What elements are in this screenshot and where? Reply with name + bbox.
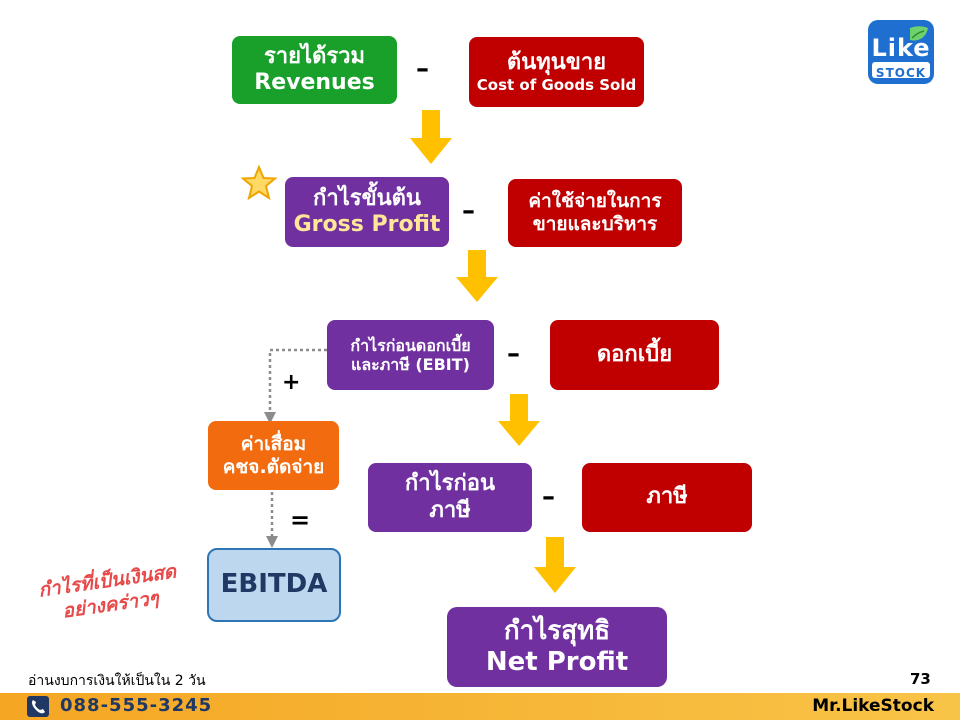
selling-admin-expense-box: ค่าใช้จ่ายในการ ขายและบริหาร <box>508 179 682 247</box>
equals-operator: = <box>290 506 311 534</box>
logo-text-stock: STOCK <box>872 62 930 80</box>
net-profit-thai-label: กำไรสุทธิ <box>503 615 611 646</box>
tax-label: ภาษี <box>646 484 688 510</box>
sga-line-2: ขายและบริหาร <box>532 213 658 235</box>
page-number: 73 <box>910 670 931 688</box>
revenues-thai-label: รายได้รวม <box>263 43 366 69</box>
plus-operator: + <box>282 370 301 395</box>
cash-profit-caption: กำไรที่เป็นเงินสด อย่างคร่าวๆ <box>18 558 201 630</box>
cogs-english-label: Cost of Goods Sold <box>476 76 637 95</box>
down-arrow-3 <box>498 394 540 446</box>
phone-icon <box>27 696 49 717</box>
gross-profit-english-label: Gross Profit <box>293 212 441 237</box>
revenues-box: รายได้รวม Revenues <box>232 36 397 104</box>
ebit-line-1: กำไรก่อนดอกเบี้ย <box>350 335 471 355</box>
minus-operator-3: – <box>507 339 520 369</box>
down-arrow-1 <box>410 110 452 164</box>
depreciation-amortization-box: ค่าเสื่อม คชจ.ตัดจ่าย <box>208 421 339 490</box>
ebit-line-2: และภาษี (EBIT) <box>351 355 470 374</box>
logo-text-like: Like <box>871 34 931 62</box>
minus-operator-2: – <box>462 196 475 226</box>
sga-line-1: ค่าใช้จ่ายในการ <box>528 190 662 213</box>
ebt-box: กำไรก่อน ภาษี <box>368 463 532 532</box>
footer-bar: 088-555-3245 Mr.LikeStock <box>0 693 960 720</box>
cogs-thai-label: ต้นทุนขาย <box>506 49 607 75</box>
dotted-connector-depreciation-to-ebitda <box>266 492 278 548</box>
down-arrow-2 <box>456 250 498 302</box>
ebitda-label: EBITDA <box>220 569 328 600</box>
net-profit-english-label: Net Profit <box>485 647 629 677</box>
gross-profit-thai-label: กำไรขั้นต้น <box>313 185 421 211</box>
star-icon <box>240 165 278 201</box>
gross-profit-box: กำไรขั้นต้น Gross Profit <box>285 177 449 247</box>
ebit-box: กำไรก่อนดอกเบี้ย และภาษี (EBIT) <box>327 320 494 390</box>
net-profit-box: กำไรสุทธิ Net Profit <box>447 607 667 687</box>
ebt-line-2: ภาษี <box>429 497 471 523</box>
depreciation-line-1: ค่าเสื่อม <box>240 432 307 455</box>
revenues-english-label: Revenues <box>254 70 375 95</box>
ebitda-box: EBITDA <box>207 548 341 622</box>
ebt-line-1: กำไรก่อน <box>404 471 496 497</box>
minus-operator-1: – <box>416 54 429 84</box>
leaf-icon <box>910 26 928 41</box>
down-arrow-4 <box>534 537 576 593</box>
brand-name: Mr.LikeStock <box>812 696 934 716</box>
dotted-connector-ebit-to-depreciation <box>264 348 327 424</box>
minus-operator-4: – <box>542 482 555 512</box>
depreciation-line-2: คชจ.ตัดจ่าย <box>222 455 325 478</box>
interest-label: ดอกเบี้ย <box>596 341 673 367</box>
phone-number: 088-555-3245 <box>60 695 213 716</box>
likestock-logo: Like STOCK <box>868 20 934 84</box>
logo-stock-label: STOCK <box>875 66 927 80</box>
interest-box: ดอกเบี้ย <box>550 320 719 390</box>
tax-box: ภาษี <box>582 463 752 532</box>
cogs-box: ต้นทุนขาย Cost of Goods Sold <box>469 37 644 107</box>
book-title: อ่านงบการเงินให้เป็นใน 2 วัน <box>28 673 206 689</box>
